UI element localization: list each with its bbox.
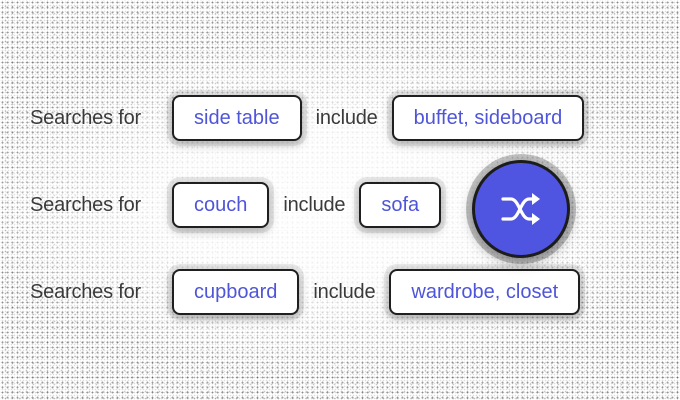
query-term-chip[interactable]: side table (172, 95, 302, 141)
query-term-chip[interactable]: cupboard (172, 269, 300, 315)
synonym-row: Searches for side table include buffet, … (30, 95, 585, 141)
synonym-row: Searches for cupboard include wardrobe, … (30, 269, 581, 315)
shuffle-icon (501, 193, 540, 225)
synonym-results-chip[interactable]: wardrobe, closet (389, 269, 581, 315)
searches-for-label: Searches for (30, 106, 141, 129)
include-label: include (315, 106, 378, 129)
searches-for-label: Searches for (30, 193, 141, 216)
query-term-chip[interactable]: couch (172, 182, 270, 228)
synonym-results-chip[interactable]: buffet, sideboard (391, 95, 585, 141)
synonym-results-chip[interactable]: sofa (359, 182, 442, 228)
searches-for-label: Searches for (30, 280, 141, 303)
synonym-row: Searches for couch include sofa (30, 182, 442, 228)
shuffle-button[interactable] (472, 160, 570, 258)
include-label: include (283, 193, 346, 216)
include-label: include (313, 280, 376, 303)
